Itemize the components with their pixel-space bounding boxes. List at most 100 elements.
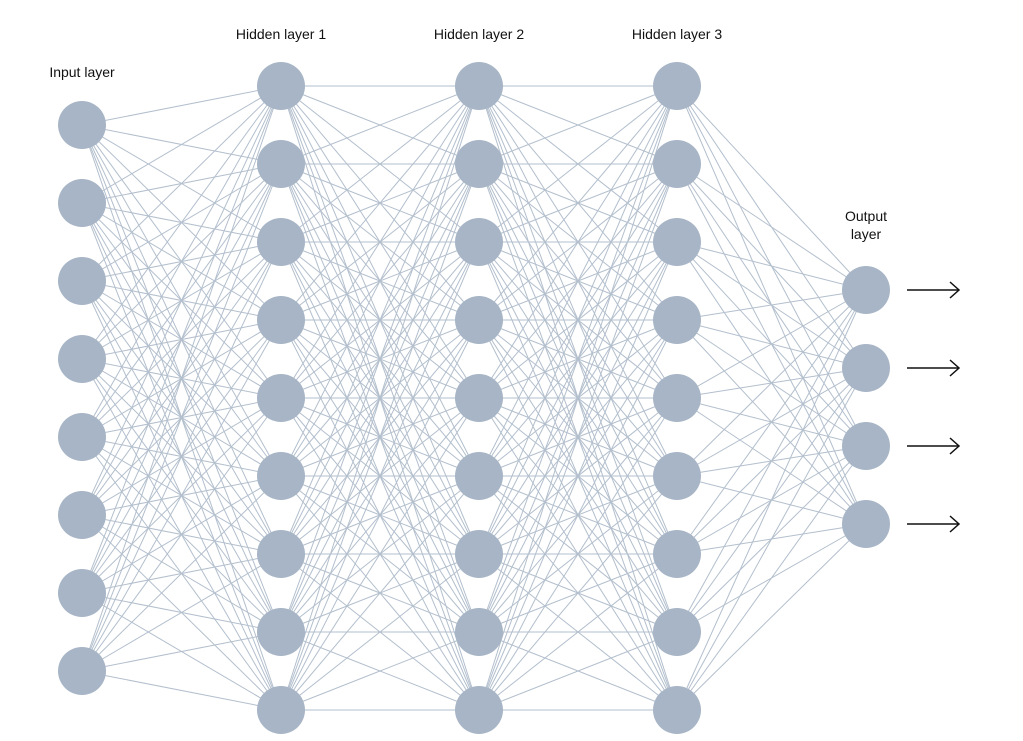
edge-hidden2-6-to-hidden3-0 (478, 85, 678, 555)
hidden3-node-3 (653, 218, 701, 266)
right-arrow-icon-1 (907, 281, 961, 299)
edge-hidden2-8-to-hidden3-1 (478, 163, 678, 711)
edge-hidden1-2-to-hidden2-0 (280, 85, 480, 243)
hidden2-node-3 (455, 218, 503, 266)
input-node-2 (58, 179, 106, 227)
hidden2-node-4 (455, 296, 503, 344)
edge-hidden2-4-to-hidden3-0 (478, 85, 678, 399)
hidden-layer-2-label: Hidden layer 2 (434, 25, 524, 43)
output-layer-label: Output layer (845, 207, 887, 243)
edge-hidden2-1-to-hidden3-0 (478, 85, 678, 165)
output-node-4 (842, 500, 890, 548)
hidden2-node-8 (455, 608, 503, 656)
edge-hidden3-6-to-output-0 (676, 289, 867, 555)
edge-hidden3-0-to-output-0 (676, 85, 867, 291)
edge-hidden2-2-to-hidden3-0 (478, 85, 678, 243)
output-node-2 (842, 344, 890, 392)
hidden3-node-9 (653, 686, 701, 734)
edge-hidden3-1-to-output-0 (676, 163, 867, 291)
edge-hidden2-8-to-hidden3-3 (478, 319, 678, 711)
edge-input-2-to-hidden1-0 (81, 85, 282, 282)
hidden2-node-7 (455, 530, 503, 578)
edge-input-7-to-hidden1-7 (81, 631, 282, 672)
edges-group (81, 85, 867, 711)
edge-input-1-to-hidden1-0 (81, 85, 282, 204)
output-arrows-group (907, 281, 961, 533)
hidden1-node-3 (257, 218, 305, 266)
edge-hidden1-8-to-hidden2-2 (280, 241, 480, 711)
edge-hidden1-8-to-hidden2-0 (280, 85, 480, 711)
output-layer-label-line2: layer (850, 226, 882, 242)
edge-hidden1-8-to-hidden2-7 (280, 631, 480, 711)
output-node-3 (842, 422, 890, 470)
input-node-5 (58, 413, 106, 461)
edge-hidden1-5-to-hidden2-0 (280, 85, 480, 477)
edge-hidden3-3-to-output-0 (676, 289, 867, 321)
edge-hidden2-3-to-hidden3-0 (478, 85, 678, 321)
hidden3-node-8 (653, 608, 701, 656)
edge-input-7-to-hidden1-6 (81, 553, 282, 672)
edge-hidden1-7-to-hidden2-0 (280, 85, 480, 633)
edge-input-7-to-hidden1-4 (81, 397, 282, 672)
input-node-1 (58, 101, 106, 149)
edge-hidden3-8-to-output-2 (676, 445, 867, 711)
input-node-8 (58, 647, 106, 695)
hidden3-node-5 (653, 374, 701, 422)
edge-hidden2-8-to-hidden3-6 (478, 553, 678, 711)
hidden1-node-9 (257, 686, 305, 734)
edge-input-6-to-hidden1-0 (81, 85, 282, 594)
hidden2-node-5 (455, 374, 503, 422)
hidden2-node-6 (455, 452, 503, 500)
output-node-1 (842, 266, 890, 314)
input-node-7 (58, 569, 106, 617)
hidden1-node-1 (257, 62, 305, 110)
hidden2-node-2 (455, 140, 503, 188)
hidden3-node-4 (653, 296, 701, 344)
hidden3-node-6 (653, 452, 701, 500)
edge-input-7-to-hidden1-2 (81, 241, 282, 672)
edge-hidden3-4-to-output-0 (676, 289, 867, 399)
output-layer-label-line1: Output (844, 208, 888, 224)
input-layer-label-text: Input layer (49, 64, 115, 80)
edge-input-5-to-hidden1-0 (81, 85, 282, 516)
edge-hidden1-4-to-hidden2-0 (280, 85, 480, 399)
edge-input-7-to-hidden1-8 (81, 670, 282, 711)
edge-hidden2-8-to-hidden3-4 (478, 397, 678, 711)
hidden1-node-5 (257, 374, 305, 422)
edge-hidden1-8-to-hidden2-1 (280, 163, 480, 711)
edge-hidden3-8-to-output-3 (676, 523, 867, 711)
edge-hidden1-8-to-hidden2-4 (280, 397, 480, 711)
edge-hidden2-8-to-hidden3-0 (478, 85, 678, 711)
edge-hidden2-8-to-hidden3-7 (478, 631, 678, 711)
hidden-layer-2-label-text: Hidden layer 2 (433, 26, 525, 42)
hidden-layer-1-label-text: Hidden layer 1 (235, 26, 327, 42)
hidden1-node-2 (257, 140, 305, 188)
edge-hidden1-8-to-hidden2-6 (280, 553, 480, 711)
edge-input-7-to-hidden1-0 (81, 85, 282, 672)
edge-input-0-to-hidden1-0 (81, 85, 282, 126)
edge-input-7-to-hidden1-5 (81, 475, 282, 672)
input-node-4 (58, 335, 106, 383)
edge-hidden1-1-to-hidden2-0 (280, 85, 480, 165)
edge-hidden2-7-to-hidden3-0 (478, 85, 678, 633)
hidden-layer-3-label-text: Hidden layer 3 (631, 26, 723, 42)
hidden1-node-8 (257, 608, 305, 656)
edge-hidden2-8-to-hidden3-5 (478, 475, 678, 711)
input-layer-label: Input layer (49, 63, 114, 81)
right-arrow-icon-2 (907, 359, 961, 377)
right-arrow-icon-3 (907, 437, 961, 455)
input-node-3 (58, 257, 106, 305)
hidden-layer-1-label: Hidden layer 1 (236, 25, 326, 43)
right-arrow-icon-4 (907, 515, 961, 533)
edge-input-4-to-hidden1-0 (81, 85, 282, 438)
edge-hidden1-3-to-hidden2-0 (280, 85, 480, 321)
edge-hidden3-7-to-output-0 (676, 289, 867, 633)
hidden3-node-7 (653, 530, 701, 578)
edge-hidden3-8-to-output-0 (676, 289, 867, 711)
hidden1-node-4 (257, 296, 305, 344)
edge-hidden3-2-to-output-0 (676, 241, 867, 291)
edge-input-7-to-hidden1-1 (81, 163, 282, 672)
edge-input-3-to-hidden1-0 (81, 85, 282, 360)
